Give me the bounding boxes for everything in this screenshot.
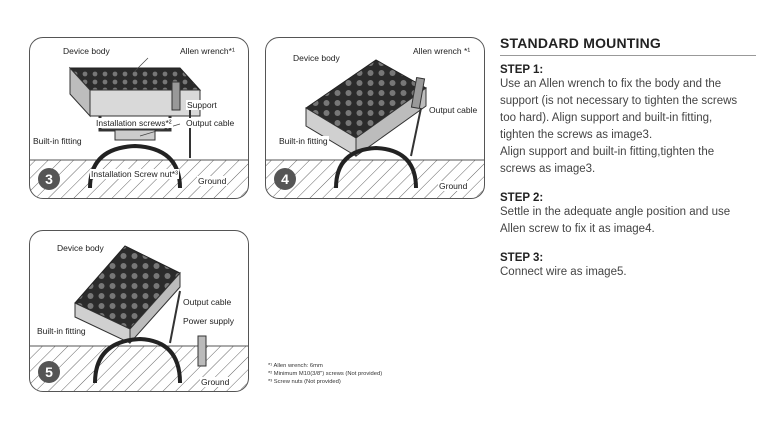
title-divider xyxy=(500,55,756,56)
built-in-fitting xyxy=(88,143,182,189)
label-support: Support xyxy=(186,100,218,110)
footnote-2: *² Minimum M10(3/8") screws (Not provide… xyxy=(268,371,383,377)
panel-4-illustration xyxy=(266,59,484,198)
footnote-3: *³ Screw nuts (Not provided) xyxy=(268,379,341,385)
diagram-panel-3: Device body Allen wrench*¹ Support Insta… xyxy=(29,37,249,199)
step-2-line: Settle in the adequate angle position an… xyxy=(500,206,731,218)
label-output-cable: Output cable xyxy=(185,118,236,128)
label-device-body: Device body xyxy=(62,46,111,56)
image-number-4: 4 xyxy=(274,168,296,190)
step-3-text: Connect wire as image5. xyxy=(500,264,760,281)
footnotes: *¹ Allen wrench: 6mm *² Minimum M10(3/8"… xyxy=(268,362,382,386)
label-built-in-fitting: Built-in fitting xyxy=(278,136,329,146)
allen-wrench xyxy=(171,81,181,111)
label-device-body: Device body xyxy=(56,243,105,253)
step-2-title: STEP 2: xyxy=(500,192,544,204)
device-front xyxy=(89,89,201,117)
label-built-in-fitting: Built-in fitting xyxy=(36,326,87,336)
label-installation-screw-nut: Installation Screw nut*³ xyxy=(90,169,179,179)
power-supply-post xyxy=(197,335,207,367)
image-number-5: 5 xyxy=(38,361,60,383)
step-1-line: too hard). Align support and built-in fi… xyxy=(500,112,713,124)
step-3-title: STEP 3: xyxy=(500,252,544,264)
label-allen-wrench: Allen wrench *¹ xyxy=(412,46,472,56)
label-power-supply: Power supply xyxy=(182,316,236,326)
label-output-cable: Output cable xyxy=(428,105,479,115)
label-ground: Ground xyxy=(197,176,228,186)
step-1-line: Align support and built-in fitting,tight… xyxy=(500,146,715,158)
section-title: STANDARD MOUNTING xyxy=(500,35,662,51)
instructions-column: STANDARD MOUNTING STEP 1: Use an Allen w… xyxy=(500,35,760,281)
step-1-line: screws as image3. xyxy=(500,163,596,175)
diagram-panel-5: Device body Output cable Power supply Bu… xyxy=(29,230,249,392)
footnote-1: *¹ Allen wrench: 6mm xyxy=(268,363,323,369)
label-installation-screws: Installation screws*² xyxy=(95,118,173,128)
label-output-cable: Output cable xyxy=(182,297,233,307)
label-ground: Ground xyxy=(438,181,469,191)
built-in-fitting xyxy=(93,336,182,384)
diagram-panel-4: Device body Allen wrench *¹ Output cable… xyxy=(265,37,485,199)
panel-5-illustration xyxy=(30,245,248,391)
step-1-line: support (is not necessary to tighten the… xyxy=(500,95,738,107)
step-1-title: STEP 1: xyxy=(500,64,544,76)
built-in-fitting xyxy=(334,145,418,189)
label-device-body: Device body xyxy=(292,53,341,63)
step-1-line: Use an Allen wrench to fix the body and … xyxy=(500,78,722,90)
step-3-line: Connect wire as image5. xyxy=(500,266,627,278)
label-ground: Ground xyxy=(200,377,231,387)
step-1-text: Use an Allen wrench to fix the body and … xyxy=(500,76,760,178)
step-2-line: Allen screw to fix it as image4. xyxy=(500,223,655,235)
image-number-3: 3 xyxy=(38,168,60,190)
label-allen-wrench: Allen wrench*¹ xyxy=(179,46,236,56)
step-1-line: tighten the screws as image3. xyxy=(500,129,653,141)
label-built-in-fitting: Built-in fitting xyxy=(32,136,83,146)
step-2-text: Settle in the adequate angle position an… xyxy=(500,204,760,238)
